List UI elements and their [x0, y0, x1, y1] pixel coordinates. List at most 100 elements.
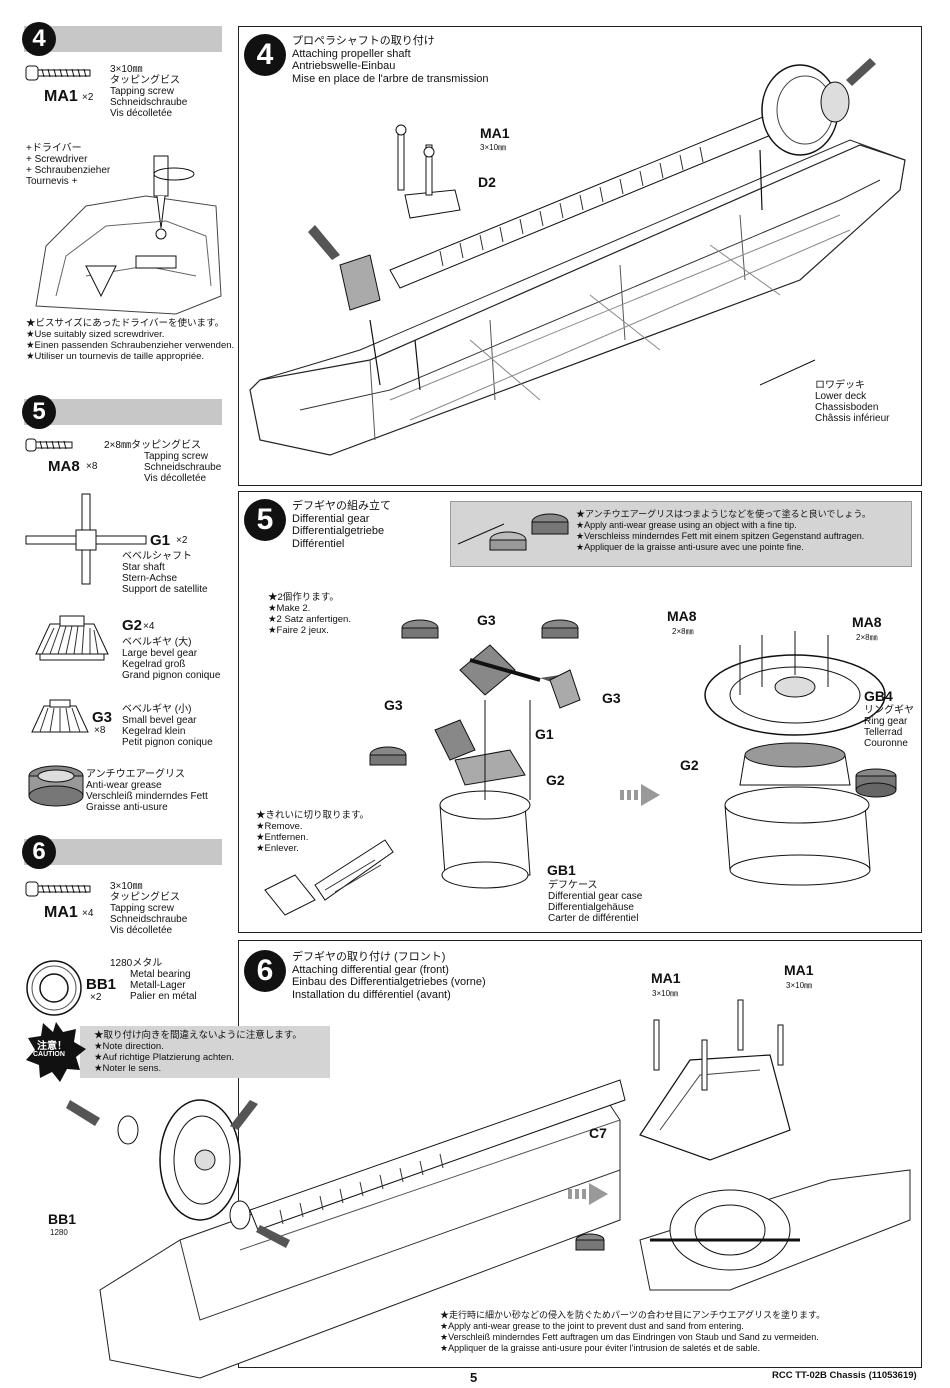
- sidebar-driver2: + Schraubenzieher: [26, 165, 111, 176]
- step5-number: 5: [244, 499, 286, 541]
- page-number: 5: [470, 1370, 478, 1385]
- step6-ma1-left-label: MA1: [651, 970, 681, 986]
- sidebar-bb1-desc0: 1280メタル: [110, 958, 163, 969]
- sidebar-bb1-desc3: Palier en métal: [130, 991, 197, 1002]
- caution-de: ★Auf richtige Platzierung achten.: [94, 1052, 235, 1063]
- step5-remove-jp: ★きれいに切り取ります。: [256, 810, 370, 821]
- step5-grease-note: ★アンチウエアーグリスはつまようじなどを使って塗ると良いでしょう。 ★Apply…: [576, 509, 871, 553]
- sidebar-note1: ★Use suitably sized screwdriver.: [26, 329, 165, 340]
- sidebar-driver0: +ドライバー: [26, 143, 82, 154]
- screwdriver-detail-illustration: [35, 155, 222, 315]
- sidebar-g3-desc3: Petit pignon conique: [122, 737, 213, 748]
- sidebar-g3-qty: ×8: [94, 725, 106, 736]
- step5-g3-top-label: G3: [477, 612, 496, 628]
- step5-make2-de: ★2 Satz anfertigen.: [268, 614, 351, 625]
- sidebar-step4-number: 4: [22, 22, 56, 56]
- sidebar-step4-notes: ★ビスサイズにあったドライバーを使います。 ★Use suitably size…: [26, 318, 234, 362]
- sidebar-step5-screw-desc2: Schneidschraube: [144, 462, 222, 473]
- step5-gb4-label: GB4: [864, 688, 893, 704]
- star-shaft-icon: [25, 493, 147, 585]
- step5-gb1-desc3: Carter de différentiel: [548, 913, 639, 924]
- sidebar-step4-screw-desc0: 3×10㎜: [110, 64, 143, 75]
- sidebar-g3-label: G3: [92, 709, 113, 726]
- step5-gb1-label: GB1: [547, 862, 576, 878]
- step6-ma1-left-size: 3×10㎜: [652, 989, 679, 998]
- step6-title-jp: デフギヤの取り付け (フロント): [292, 951, 446, 963]
- sidebar-step5-screw-desc3: Vis décolletée: [144, 473, 207, 484]
- step5-title-de: Differentialgetriebe: [292, 525, 385, 537]
- step6-bb1-label: BB1: [48, 1211, 77, 1227]
- step6-bb1-sub: 1280: [50, 1228, 68, 1237]
- step5-remove-en: ★Remove.: [256, 821, 303, 832]
- sidebar-bb1-desc1: Metal bearing: [130, 969, 191, 980]
- step4-lower-deck3: Châssis inférieur: [815, 413, 890, 424]
- step5-ma8-right-size: 2×8㎜: [856, 633, 878, 642]
- step6-number: 6: [244, 950, 286, 992]
- sidebar-step5-number: 5: [22, 395, 56, 429]
- step5-ma8-left-size: 2×8㎜: [672, 627, 694, 636]
- step5-g2-label: G2: [546, 772, 565, 788]
- sidebar-step4-screw-desc3: Schneidschraube: [110, 97, 188, 108]
- step4-lower-deck2: Chassisboden: [815, 402, 879, 413]
- caution-jp: ★取り付け向きを間違えないように注意します。: [94, 1030, 302, 1041]
- small-bevel-gear-icon: [31, 699, 89, 733]
- step4-title-en: Attaching propeller shaft: [292, 47, 411, 60]
- sidebar-step5-screw-desc1: Tapping screw: [144, 451, 208, 462]
- sidebar-g3-desc2: Kegelrad klein: [122, 726, 186, 737]
- step4-title-fr: Mise en place de l'arbre de transmission: [292, 72, 489, 85]
- sidebar-bb1-qty: ×2: [90, 992, 102, 1003]
- step5-remove-note: ★きれいに切り取ります。 ★Remove. ★Entfernen. ★Enlev…: [256, 810, 369, 854]
- step4-ma1-size: 3×10㎜: [480, 143, 507, 152]
- sidebar-note2: ★Einen passenden Schraubenzieher verwend…: [26, 340, 235, 351]
- step5-g1-label: G1: [535, 726, 554, 742]
- step6-note-jp: ★走行時に細かい砂などの侵入を防ぐためパーツの合わせ目にアンチウエアグリスを塗り…: [440, 1310, 826, 1320]
- step6-bottom-note: ★走行時に細かい砂などの侵入を防ぐためパーツの合わせ目にアンチウエアグリスを塗り…: [440, 1310, 825, 1354]
- step5-remove-fr: ★Enlever.: [256, 843, 299, 854]
- sidebar-g3-desc1: Small bevel gear: [122, 715, 197, 726]
- sidebar-note3: ★Utiliser un tournevis de taille appropr…: [26, 351, 205, 362]
- step5-grease-note-en: ★Apply anti-wear grease using an object …: [576, 520, 797, 530]
- step6-note-en: ★Apply anti-wear grease to the joint to …: [440, 1321, 744, 1331]
- step6-title-de: Einbau des Differentialgetriebes (vorne): [292, 976, 486, 988]
- step6-chassis-illustration: [66, 1079, 626, 1379]
- step4-number: 4: [244, 34, 286, 76]
- sidebar-g1-desc1: Star shaft: [122, 562, 165, 573]
- sidebar-g1-label: G1: [150, 532, 171, 549]
- step5-title-en: Differential gear: [292, 512, 370, 525]
- step5-gb1-desc1: Differential gear case: [548, 891, 643, 902]
- sidebar-step4-screw-qty: ×2: [82, 92, 94, 103]
- step4-title-de: Antriebswelle-Einbau: [292, 60, 396, 72]
- sidebar-g2-desc1: Large bevel gear: [122, 648, 198, 659]
- caution-badge-jp: 注意！: [37, 1041, 67, 1052]
- step4-chassis-illustration: [249, 58, 906, 456]
- step5-arrow-icon: [620, 784, 660, 806]
- step6-diff-cover-illustration: [575, 999, 911, 1291]
- sidebar-g1-desc0: ベベルシャフト: [122, 551, 192, 562]
- sidebar-step4-screw-desc4: Vis décolletée: [110, 108, 173, 119]
- step4-d2-label: D2: [478, 174, 496, 190]
- sidebar-step6-screw-desc0: 3×10㎜: [110, 881, 143, 892]
- caution-badge-en: CAUTION: [33, 1051, 65, 1058]
- sidebar-driver3: Tournevis +: [26, 176, 78, 187]
- step6-note-de: ★Verschleiß minderndes Fett auftragen um…: [440, 1332, 819, 1342]
- small-screw-icon: [25, 438, 73, 452]
- step5-title-jp: デフギヤの組み立て: [292, 500, 391, 512]
- sidebar-g1-desc3: Support de satellite: [122, 584, 208, 595]
- step5-make2-en: ★Make 2.: [268, 603, 311, 614]
- step5-ma8-right-label: MA8: [852, 614, 882, 630]
- sidebar-step6-number: 6: [22, 835, 56, 869]
- step5-title-fr: Différentiel: [292, 537, 345, 550]
- sidebar-step6-screw-label: MA1: [44, 904, 78, 921]
- sidebar-note0: ★ビスサイズにあったドライバーを使います。: [26, 318, 225, 329]
- sidebar-driver1: + Screwdriver: [26, 154, 88, 165]
- step4-lower-deck1: Lower deck: [815, 391, 867, 402]
- grease-tub-icon: [855, 768, 897, 798]
- sidebar-g2-desc2: Kegelrad groß: [122, 659, 186, 670]
- step5-ring-gear-illustration: [704, 631, 886, 886]
- step5-gb4-desc0: リングギヤ: [864, 705, 914, 716]
- step5-remove-de: ★Entfernen.: [256, 832, 309, 843]
- sidebar-g2-qty: ×4: [143, 621, 155, 632]
- sidebar-step6-screw-desc4: Vis décolletée: [110, 925, 173, 936]
- step6-arrow-icon: [568, 1183, 608, 1205]
- step4-title-jp: プロペラシャフトの取り付け: [292, 35, 435, 47]
